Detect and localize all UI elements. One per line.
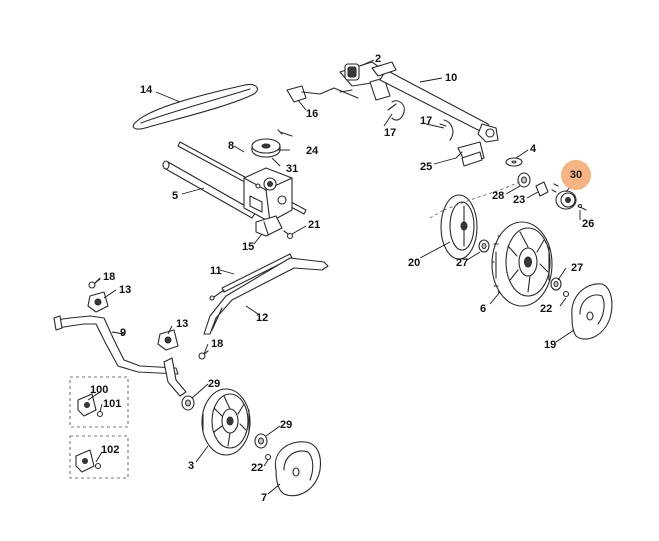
callout-30: 30 <box>569 169 583 181</box>
callout-26: 26 <box>582 218 595 230</box>
washer-part <box>181 395 268 449</box>
callout-10: 10 <box>445 72 458 84</box>
nut-part <box>264 453 272 461</box>
callout-16: 16 <box>306 108 319 120</box>
washer-part <box>478 239 562 291</box>
callout-22-bottom: 22 <box>251 462 264 474</box>
callout-2: 2 <box>375 53 382 65</box>
drive-belt-part <box>132 84 258 130</box>
callout-29-top: 29 <box>208 378 221 390</box>
callout-5: 5 <box>172 190 179 202</box>
callout-9: 9 <box>120 327 127 339</box>
drive-rod-part <box>203 257 329 335</box>
callout-19: 19 <box>544 339 557 351</box>
callout-14: 14 <box>140 84 153 96</box>
callout-3: 3 <box>188 460 195 472</box>
bracket-part <box>255 215 283 237</box>
wheel-drive-disc-part <box>429 181 521 260</box>
rear-wheel-part <box>201 388 251 456</box>
callout-100: 100 <box>90 384 109 396</box>
screw-part <box>283 230 294 240</box>
callout-13-bottom: 13 <box>176 318 189 330</box>
callout-23: 23 <box>513 194 526 206</box>
callout-7: 7 <box>261 492 268 504</box>
callout-102: 102 <box>101 444 120 456</box>
cable-part <box>209 253 293 301</box>
spring-clip-part <box>387 100 454 141</box>
callout-28: 28 <box>492 190 505 202</box>
pulley-part <box>251 138 281 158</box>
height-adjust-lever-part <box>339 61 499 143</box>
pin-part <box>277 129 293 137</box>
callout-27-right: 27 <box>571 262 584 274</box>
callout-29-bottom: 29 <box>280 419 293 431</box>
callout-12: 12 <box>256 312 269 324</box>
callout-17-left: 17 <box>384 127 397 139</box>
wheel-cover-part <box>274 441 322 497</box>
callout-101: 101 <box>103 398 122 410</box>
callout-11: 11 <box>210 265 222 277</box>
callout-24: 24 <box>306 145 319 157</box>
pinion-part <box>551 183 577 210</box>
callout-13-top: 13 <box>119 284 132 296</box>
callout-17-right: 17 <box>420 115 433 127</box>
callout-22-right: 22 <box>540 303 553 315</box>
callout-8: 8 <box>228 140 235 152</box>
hub-cover-part <box>571 283 613 340</box>
callout-6: 6 <box>480 303 487 315</box>
washer-part <box>505 157 523 167</box>
kit-box-102 <box>69 435 129 479</box>
handle-bracket-part <box>53 315 187 397</box>
bearing-part <box>517 172 531 188</box>
callout-18-top: 18 <box>103 271 116 283</box>
callout-18-bottom: 18 <box>211 338 224 350</box>
handle-grip-part <box>286 85 359 103</box>
callout-15: 15 <box>242 241 255 253</box>
callout-25: 25 <box>420 161 433 173</box>
nut-part <box>562 290 570 298</box>
screw-part <box>88 278 209 360</box>
gearbox-part <box>243 167 293 223</box>
clip-part <box>577 203 587 211</box>
callout-20: 20 <box>408 257 421 269</box>
bearing-block-part <box>87 291 179 351</box>
callout-27-left: 27 <box>456 257 469 269</box>
front-wheel-part <box>491 221 553 307</box>
callout-4: 4 <box>530 143 537 155</box>
callout-30-highlight: 30 <box>561 160 591 190</box>
leader-lines <box>87 59 581 495</box>
bushing-part <box>535 181 549 197</box>
axle-stub-part <box>455 141 485 167</box>
callout-21: 21 <box>308 219 321 231</box>
callout-31: 31 <box>286 163 299 175</box>
